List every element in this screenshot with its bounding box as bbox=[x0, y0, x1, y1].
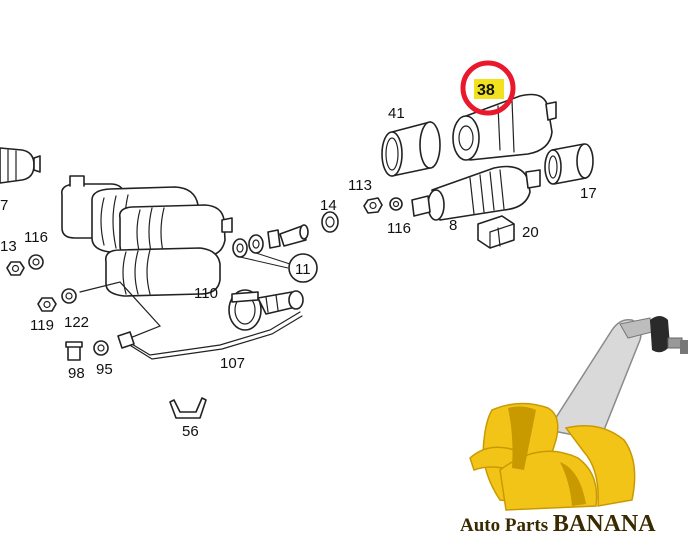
sleeve-41 bbox=[381, 121, 441, 177]
nut-119 bbox=[37, 297, 57, 312]
highlight-label-38: 38 bbox=[477, 82, 495, 99]
hose-clamp-110 bbox=[228, 289, 262, 331]
label-95: 95 bbox=[96, 361, 113, 378]
label-11: 11 bbox=[295, 261, 311, 278]
highlight-label-background bbox=[474, 79, 504, 99]
accumulator-cluster bbox=[60, 175, 233, 297]
part-7-partial bbox=[0, 147, 41, 184]
label-41: 41 bbox=[388, 105, 405, 122]
brand-name-part1: Auto Parts bbox=[460, 515, 553, 536]
sleeve-17 bbox=[544, 143, 594, 185]
label-14: 14 bbox=[320, 197, 337, 214]
washer-14 bbox=[321, 211, 339, 233]
bolt-98 bbox=[65, 341, 83, 361]
brand-name-part2: BANANA bbox=[553, 511, 656, 537]
label-20: 20 bbox=[522, 224, 539, 241]
washer-116-mid bbox=[389, 197, 403, 211]
nut-13-left bbox=[6, 261, 25, 276]
suspension-link-illustration bbox=[546, 316, 688, 441]
label-8: 8 bbox=[449, 217, 457, 234]
label-116-left: 116 bbox=[24, 229, 48, 246]
label-110: 110 bbox=[194, 285, 218, 302]
pump-body-8 bbox=[411, 165, 541, 221]
highlight-marker-38: 38 bbox=[460, 60, 516, 116]
banana-illustration bbox=[469, 402, 636, 511]
clip-56 bbox=[169, 397, 207, 419]
label-113: 113 bbox=[348, 177, 372, 194]
label-17: 17 bbox=[580, 185, 597, 202]
washer-116-left bbox=[28, 254, 44, 270]
washer-group-11 bbox=[232, 224, 318, 283]
line-107 bbox=[79, 281, 303, 360]
label-116-mid: 116 bbox=[387, 220, 411, 237]
label-7: 7 bbox=[0, 197, 8, 214]
label-98: 98 bbox=[68, 365, 85, 382]
washer-95 bbox=[93, 340, 109, 356]
bracket-20 bbox=[477, 215, 515, 249]
label-56: 56 bbox=[182, 423, 199, 440]
label-122: 122 bbox=[64, 314, 89, 331]
brand-name: Auto Parts BANANA bbox=[460, 511, 656, 537]
nut-113 bbox=[363, 197, 383, 214]
label-119: 119 bbox=[30, 317, 54, 334]
label-107: 107 bbox=[220, 355, 245, 372]
brand-logo: Auto Parts BANANA bbox=[460, 316, 688, 537]
highlight-circle bbox=[460, 60, 516, 116]
washer-122 bbox=[61, 288, 77, 304]
union-fitting bbox=[257, 290, 304, 315]
label-13-left: 13 bbox=[0, 238, 17, 255]
